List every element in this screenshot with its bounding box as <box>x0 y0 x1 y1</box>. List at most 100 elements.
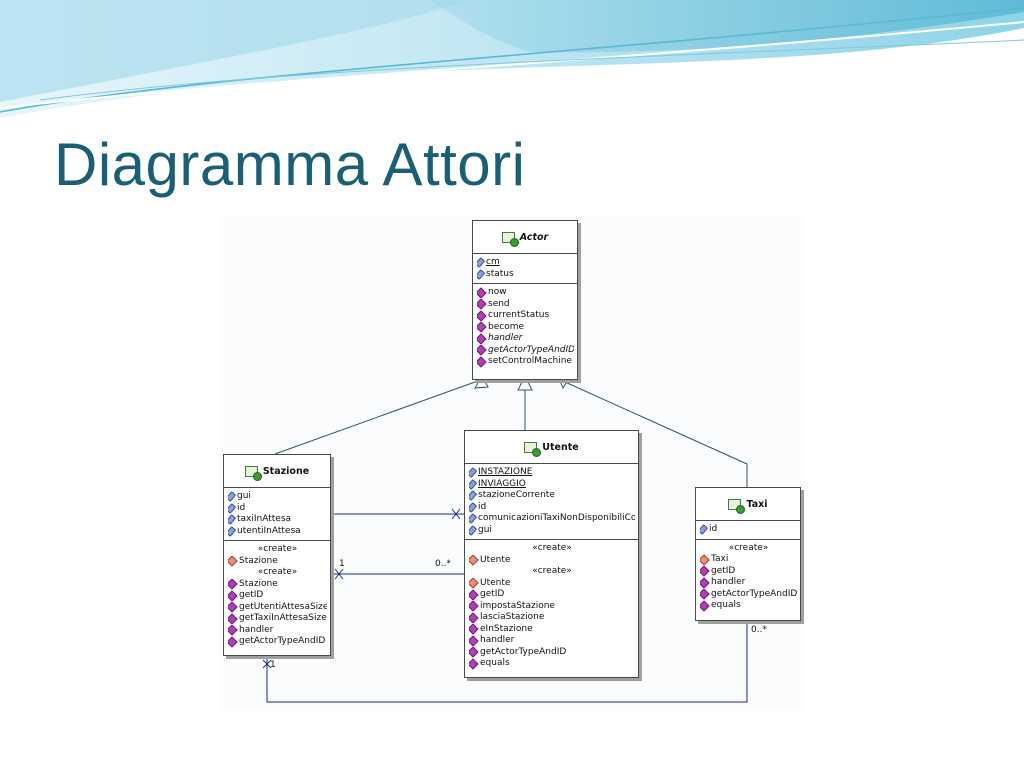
constructor-label: Stazione <box>239 555 278 566</box>
header-wave-decoration <box>0 0 1024 125</box>
operation-label: getActorTypeAndID <box>480 646 567 657</box>
multiplicity-utente-side: 0..* <box>435 559 451 569</box>
class-stazione-attributes: gui id taxiInAttesa utentiInAttesa <box>224 488 330 541</box>
attribute-label: status <box>486 268 514 279</box>
attribute-icon <box>700 524 709 536</box>
association-stazione-taxi <box>266 622 748 703</box>
operation-label: impostaStazione <box>480 600 555 611</box>
constructor-icon <box>700 554 710 566</box>
constructor: Taxi <box>700 554 797 566</box>
class-utente-operations: «create» Utente «create» Utente getID im… <box>465 540 638 673</box>
class-stazione-name: Stazione <box>262 465 310 477</box>
attribute-label: gui <box>478 524 492 535</box>
operation: equals <box>700 600 797 612</box>
attribute-label: taxiInAttesa <box>237 514 292 524</box>
attribute: status <box>477 269 574 281</box>
operation-icon <box>228 636 238 648</box>
operation-icon <box>469 646 479 658</box>
attribute-icon <box>477 257 486 269</box>
constructor: Utente <box>469 555 635 567</box>
stereotype-create: «create» <box>532 566 572 576</box>
class-icon <box>728 498 746 514</box>
operation-label: Stazione <box>239 578 278 589</box>
attribute: gui <box>228 491 327 503</box>
attribute-icon <box>228 514 237 526</box>
class-actor-attributes: cm status <box>473 254 577 284</box>
constructor-icon <box>228 555 238 567</box>
constructor-icon <box>469 577 479 589</box>
operation-icon <box>700 588 710 600</box>
class-taxi[interactable]: Taxi id «create» Taxi getID handler getA… <box>695 487 801 621</box>
attribute-label: gui <box>237 491 251 501</box>
class-utente[interactable]: Utente INSTAZIONE INVIAGGIO stazioneCorr… <box>464 430 639 678</box>
operation-icon <box>228 578 238 590</box>
attribute-icon <box>469 467 478 479</box>
operation: getActorTypeAndID <box>477 345 574 357</box>
operation: handler <box>700 577 797 589</box>
class-stazione[interactable]: Stazione gui id taxiInAttesa utentiInAtt… <box>223 454 331 656</box>
operation: getActorTypeAndID <box>469 647 635 659</box>
attribute-icon <box>228 491 237 503</box>
operation: getID <box>700 566 797 578</box>
operation: getActorTypeAndID <box>228 636 327 648</box>
multiplicity-stazione-taxi-stazione-side: 1 <box>270 660 276 670</box>
operation: getUtentiAttesaSize <box>228 602 327 614</box>
attribute-icon <box>228 525 237 537</box>
attribute: INVIAGGIO <box>469 479 635 491</box>
constructor-label: Utente <box>480 554 511 565</box>
operation: getTaxiInAttesaSize <box>228 613 327 625</box>
operation: handler <box>469 635 635 647</box>
operation-icon <box>700 565 710 577</box>
attribute-label: id <box>237 502 246 513</box>
attribute-label: id <box>478 501 487 512</box>
attribute-label: INVIAGGIO <box>478 478 526 489</box>
class-taxi-header: Taxi <box>696 488 800 521</box>
operation-label: equals <box>711 600 741 610</box>
attribute-label: utentiInAttesa <box>237 525 301 536</box>
generalization-stazione-actor <box>274 381 476 455</box>
operation: eInStazione <box>469 624 635 636</box>
class-icon <box>244 465 262 481</box>
class-actor-name: Actor <box>519 231 549 243</box>
diagram-connectors <box>262 374 748 703</box>
class-icon <box>501 231 519 247</box>
attribute-icon <box>469 501 478 513</box>
attribute: id <box>228 503 327 515</box>
attribute-icon <box>477 268 486 280</box>
operation-icon <box>477 298 487 310</box>
class-utente-attributes: INSTAZIONE INVIAGGIO stazioneCorrente id… <box>465 464 638 540</box>
operation-icon <box>700 600 710 612</box>
operation-label: currentStatus <box>488 310 550 320</box>
attribute: stazioneCorrente <box>469 490 635 502</box>
operation-icon <box>228 601 238 613</box>
generalization-arrow-stazione <box>474 374 489 389</box>
operation: handler <box>477 333 574 345</box>
operation: getID <box>228 590 327 602</box>
attribute-label: INSTAZIONE <box>478 467 533 477</box>
attribute-icon <box>469 490 478 502</box>
association-navigability-x-taxi <box>262 659 272 669</box>
class-utente-name: Utente <box>542 441 579 453</box>
association-navigability-x-upper <box>451 508 461 520</box>
attribute: INSTAZIONE <box>469 467 635 479</box>
attribute-label: comunicazioniTaxiNonDisponibiliConse <box>478 513 635 523</box>
attribute: cm <box>477 257 574 269</box>
operation-label: getID <box>711 565 736 576</box>
operation-label: handler <box>711 577 746 587</box>
operation: lasciaStazione <box>469 612 635 624</box>
attribute: taxiInAttesa <box>228 514 327 526</box>
operation-icon <box>477 287 487 299</box>
operation-label: getTaxiInAttesaSize <box>239 613 327 623</box>
class-stazione-operations: «create» Stazione «create» Stazione getI… <box>224 541 330 651</box>
attribute-label: id <box>709 524 718 534</box>
attribute-icon <box>469 524 478 536</box>
operation: become <box>477 322 574 334</box>
operation-label: handler <box>239 624 274 635</box>
class-actor[interactable]: Actor cm status now send currentStatus b… <box>472 220 578 380</box>
operation-label: getActorTypeAndID <box>488 344 574 355</box>
operation: impostaStazione <box>469 601 635 613</box>
operation-label: eInStazione <box>480 623 533 634</box>
operation: setControlMachine <box>477 356 574 368</box>
operation: Utente <box>469 578 635 590</box>
operation-label: handler <box>480 635 515 645</box>
